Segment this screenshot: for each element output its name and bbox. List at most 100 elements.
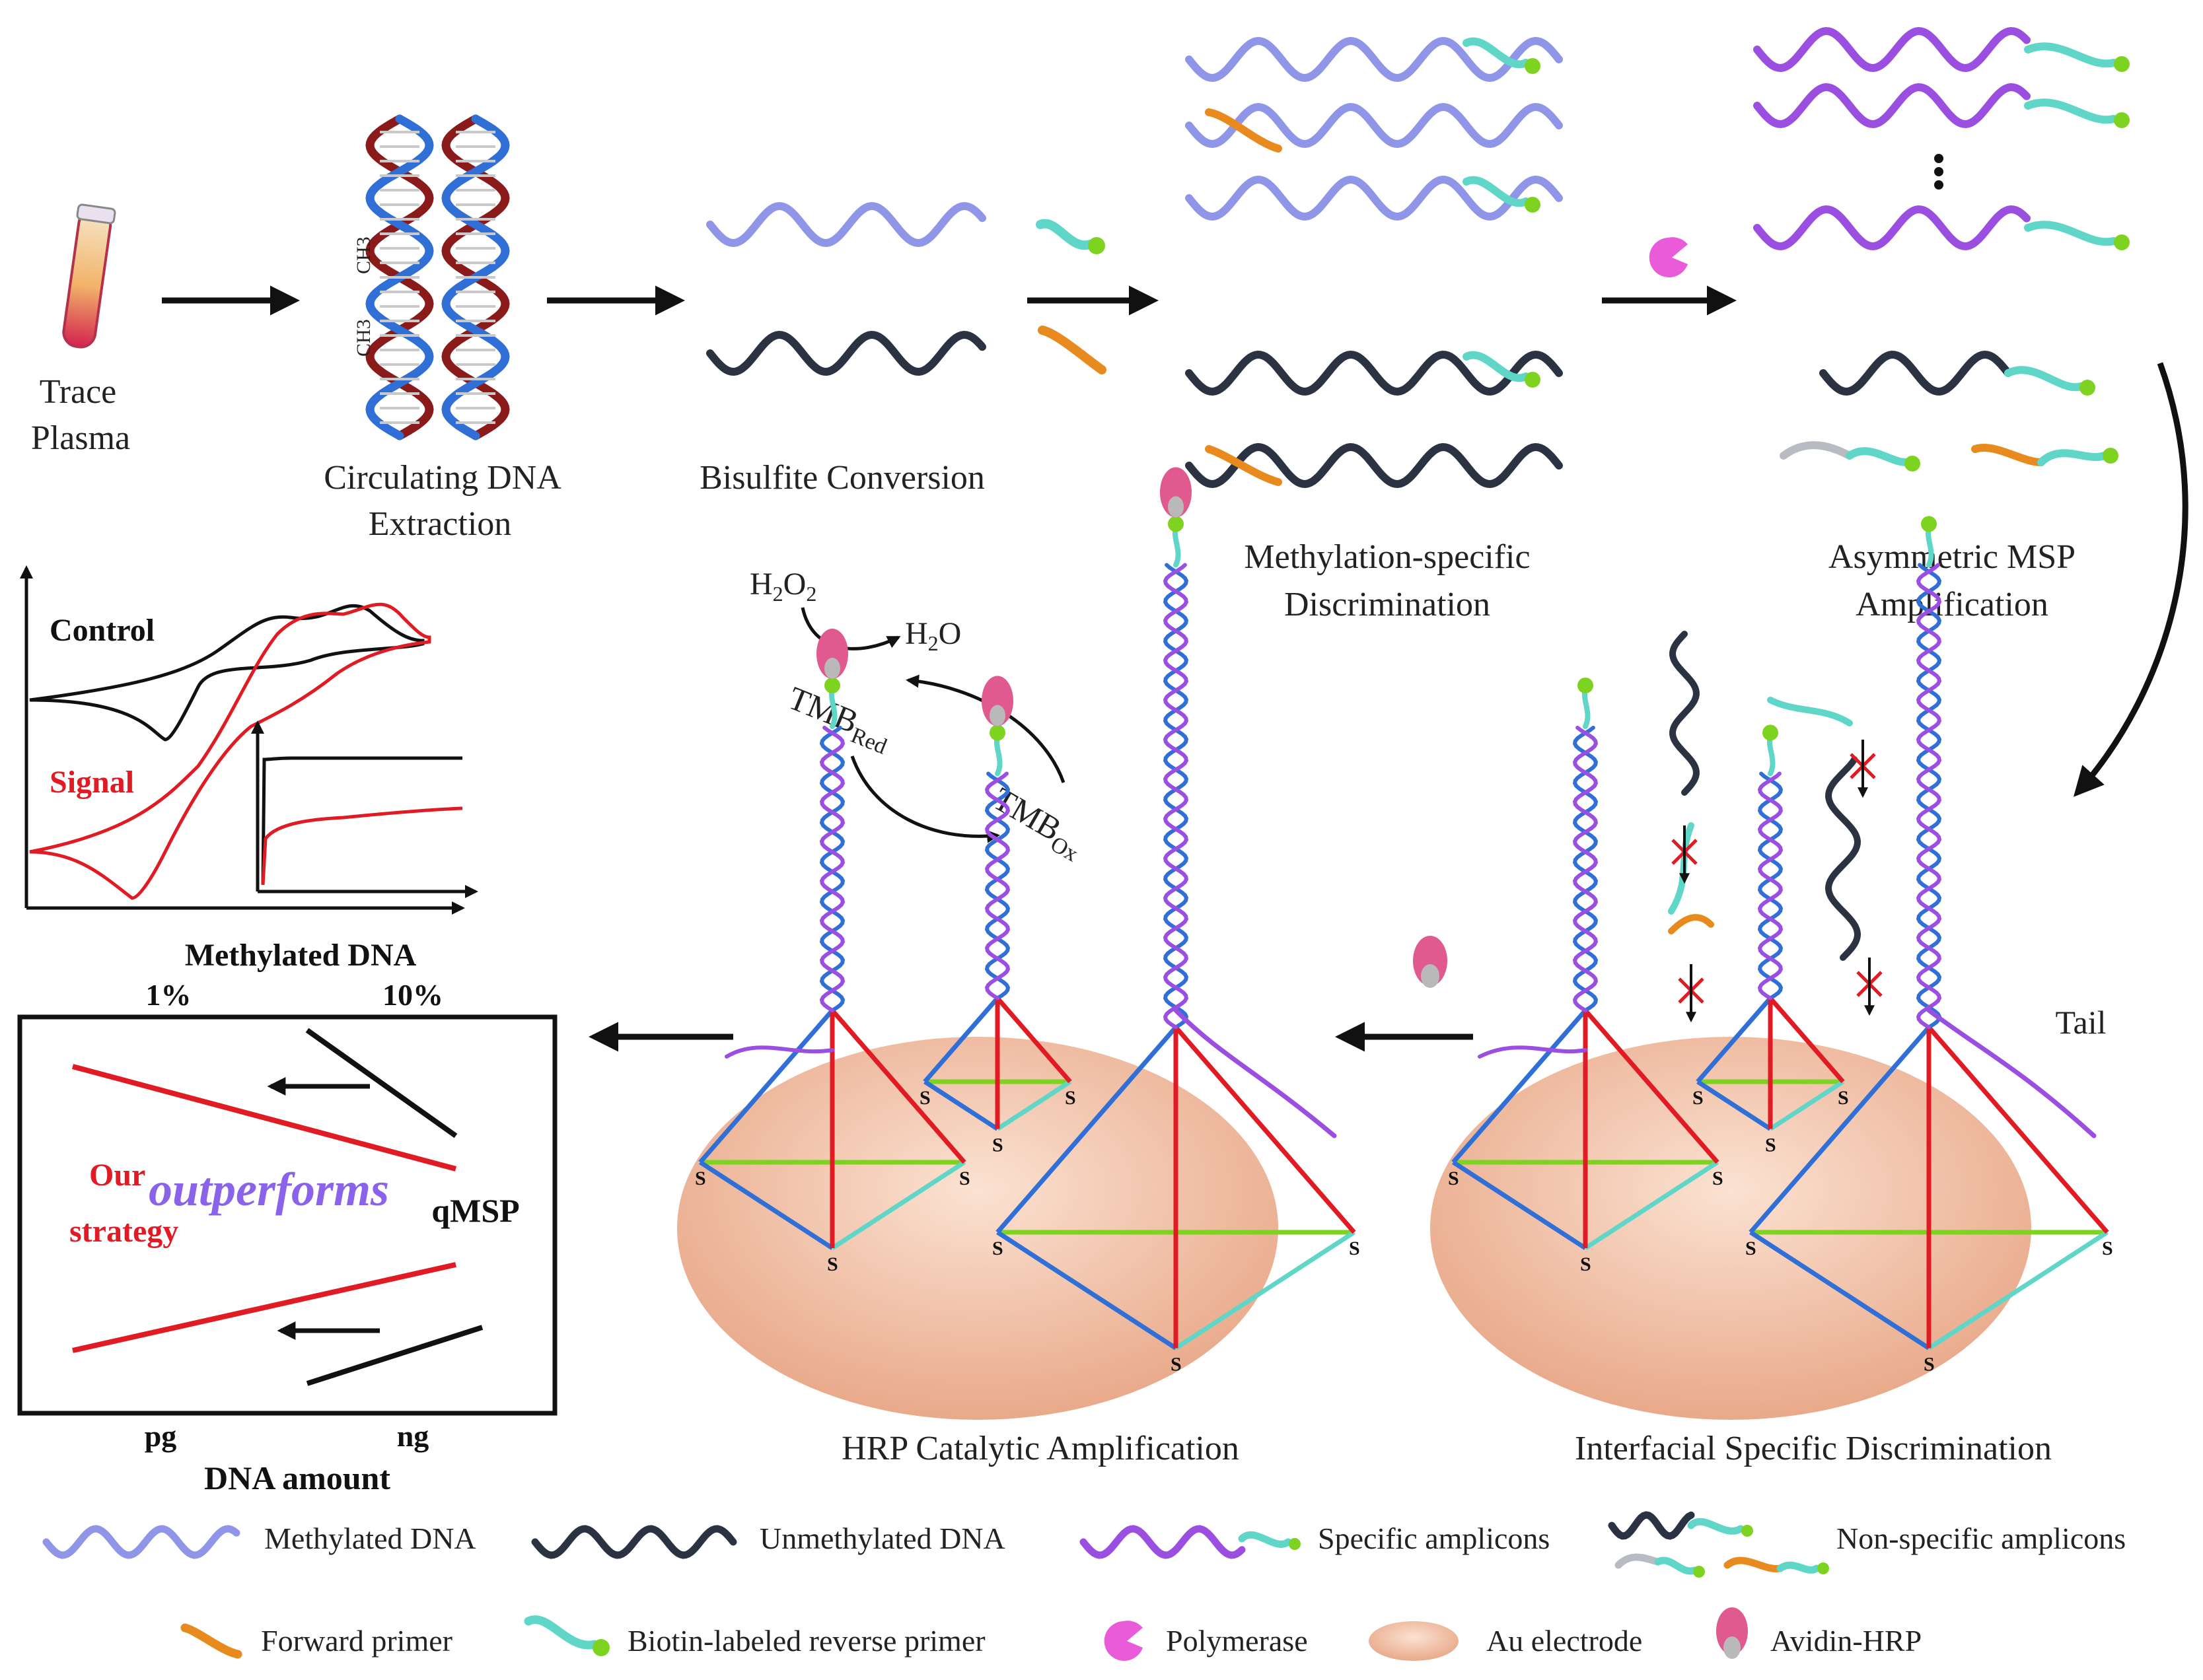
biotin-dot	[1525, 197, 1540, 213]
nonspecific-amplicon	[1780, 441, 1854, 460]
ch3-label-top: CH3	[353, 236, 375, 274]
sulfur-label: S	[1765, 1135, 1776, 1156]
legend-reverse: Biotin-labeled reverse primer	[628, 1624, 986, 1658]
legend-nonspecific-forward	[1723, 1557, 1784, 1573]
control-label: Control	[50, 613, 155, 648]
cv-plot: Control Signal	[20, 565, 478, 915]
avidin-hrp	[816, 629, 848, 679]
forward-primer	[1971, 444, 2045, 466]
sulfur-label: S	[992, 1135, 1003, 1156]
tetrahedron-edge	[1696, 997, 1772, 1084]
legend-nonspecific-primer	[1776, 1561, 1821, 1574]
reverse-primer	[2024, 42, 2118, 68]
legend-biotin-dot	[593, 1639, 610, 1656]
tail-strand	[1478, 1045, 1587, 1059]
legend-forward: Forward primer	[261, 1624, 452, 1658]
legend-reverse-swatch	[524, 1615, 599, 1650]
tail-strand	[1926, 1008, 2097, 1138]
sulfur-label: S	[1924, 1354, 1935, 1376]
strategy-label: strategy	[69, 1214, 178, 1249]
hrp-label: HRP Catalytic Amplification	[842, 1430, 1239, 1467]
inset-signal-trace	[261, 806, 463, 886]
amsp-label-1: Asymmetric MSP	[1828, 538, 2076, 576]
sulfur-label: S	[920, 1087, 931, 1109]
reverse-primer	[1463, 351, 1530, 382]
legend-methylated: Methylated DNA	[264, 1522, 476, 1555]
sulfur-label: S	[992, 1238, 1003, 1259]
sulfur-label: S	[1171, 1354, 1182, 1376]
reverse-primer	[1581, 687, 1591, 729]
reverse-primer-icon	[1036, 219, 1095, 250]
legend-forward-swatch	[180, 1623, 242, 1659]
bisulfite-label: Bisulfite Conversion	[700, 459, 985, 497]
tetrahedron-edge	[1749, 1026, 1931, 1234]
our-label: Our	[89, 1158, 145, 1193]
plasma-tube-icon	[62, 203, 116, 349]
sulfur-label: S	[2102, 1238, 2113, 1259]
tetrahedron-edge	[1769, 1080, 1844, 1131]
biotin-dot	[2103, 448, 2118, 464]
amsp-label-2: Amplification	[1856, 586, 2048, 623]
avidin-hrp-base	[1421, 964, 1439, 988]
unmethylated-strand	[1185, 442, 1563, 489]
biotin-dot	[1762, 724, 1778, 741]
probe-strand	[1757, 771, 1784, 1000]
reverse-primer	[1766, 734, 1776, 777]
forward-primer	[1205, 108, 1282, 153]
ellipsis-dot	[1934, 180, 1943, 190]
legend-unmethylated-swatch	[531, 1525, 737, 1559]
reverse-primer	[993, 734, 1003, 777]
au-electrode-hrp	[677, 1037, 1278, 1420]
amsp-amplicons	[1753, 26, 2130, 472]
tetrahedron-edge	[1174, 1230, 1355, 1350]
avidin-hrp-base	[824, 658, 840, 679]
bisulfite-unmethylated-strand	[706, 330, 986, 376]
top-right-tick: 10%	[382, 978, 443, 1012]
nonspecific-amplicon	[1819, 350, 2012, 396]
msd-label-1: Methylation-specific	[1244, 538, 1530, 576]
legend-methylated-swatch	[42, 1525, 240, 1559]
reverse-primer	[1846, 447, 1910, 466]
reverse-primer	[2037, 449, 2108, 466]
tetrahedron-edge	[995, 997, 1072, 1084]
sulfur-label: S	[1580, 1253, 1591, 1275]
sulfur-label: S	[1712, 1168, 1723, 1189]
tetrahedron-edge	[830, 1008, 966, 1164]
legend-polymerase-swatch	[1104, 1621, 1143, 1661]
tetrahedron-edge	[923, 997, 999, 1084]
ch3-label-bottom: CH3	[353, 319, 375, 357]
legend-biotin-dot	[1817, 1562, 1829, 1574]
specific-amplicon	[1753, 205, 2031, 251]
tetrahedron-edge	[698, 1008, 834, 1164]
tetrahedron-edge	[1749, 1230, 1930, 1350]
probe-strand	[1163, 563, 1189, 1030]
methylated-strand	[1185, 36, 1563, 83]
legend-nonspecific-swatch	[1608, 1511, 1695, 1540]
sulfur-label: S	[827, 1253, 838, 1275]
comparison-box	[17, 1014, 558, 1416]
probe-strand	[819, 726, 846, 1012]
extraction-label-1: Circulating DNA	[324, 459, 561, 497]
legend-specific-primer-tail	[1238, 1531, 1292, 1548]
legend-avidin-swatch	[1716, 1607, 1748, 1655]
tail-strand	[725, 1045, 834, 1059]
trace-label: Trace	[40, 373, 117, 411]
probe-strand	[819, 726, 846, 1012]
reverse-primer	[1463, 176, 1530, 207]
legend-avidin: Avidin-HRP	[1770, 1624, 1922, 1658]
tetrahedron-edge	[1768, 997, 1845, 1084]
biotin-dot	[2114, 56, 2130, 72]
legend-specific-swatch	[1079, 1525, 1246, 1559]
signal-label: Signal	[50, 765, 134, 800]
probe-strand	[1757, 771, 1784, 1000]
inset-control-trace	[261, 756, 462, 886]
blocked-primer	[1767, 697, 1853, 726]
qmsp-bottom-line	[306, 1325, 484, 1386]
outperforms-label: outperforms	[149, 1163, 389, 1216]
tail-label: Tail	[2055, 1004, 2106, 1041]
tetrahedron-edge	[1451, 1008, 1587, 1164]
legend: Methylated DNA Unmethylated DNA Specific…	[42, 1511, 2126, 1661]
